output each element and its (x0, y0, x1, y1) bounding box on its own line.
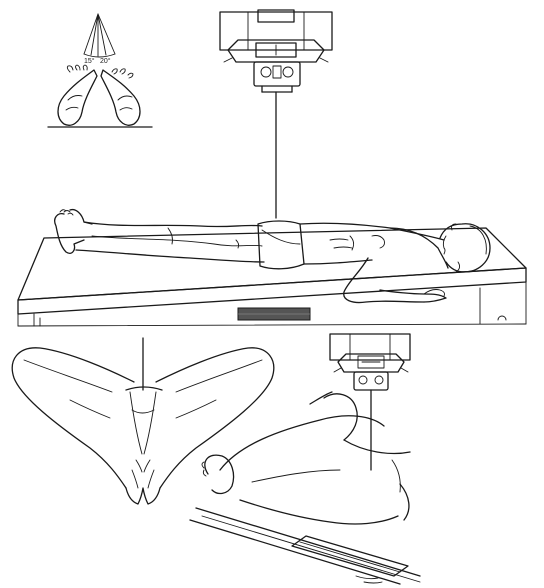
tube-housing (220, 12, 332, 50)
lower-body-outline (240, 500, 398, 524)
left-foot-sole (58, 70, 97, 125)
foot-lateral (205, 455, 234, 493)
left-thigh (12, 348, 134, 488)
patient-legs-upper (84, 222, 262, 227)
table-wheel-icon (498, 316, 506, 320)
patient-head (440, 224, 490, 272)
table-rail-upper (190, 520, 400, 584)
frog-leg-pelvis-view (12, 338, 273, 504)
hip-line (344, 440, 410, 454)
lateral-pelvis-view (190, 392, 420, 584)
patient-arm (344, 258, 424, 303)
exam-table (18, 228, 526, 326)
feet-rotation-inset: 15° 20° (48, 14, 152, 127)
knob-icon (283, 67, 293, 77)
patient-briefs (258, 221, 304, 269)
angle-label-left: 15° (84, 57, 95, 65)
table-top (18, 228, 526, 300)
right-thigh (156, 348, 274, 488)
xray-tube-head-bottom (330, 334, 410, 470)
knob-icon (261, 67, 271, 77)
feet-together (126, 488, 160, 504)
bent-thigh (220, 416, 384, 470)
patient-legs-lower (76, 250, 264, 262)
beam-angle-cone-icon (84, 14, 115, 57)
angle-label-right: 20° (100, 57, 111, 65)
pelvis-band (126, 387, 162, 390)
xray-tube-head-top (220, 10, 332, 218)
patient-feet (55, 214, 84, 254)
knob-icon (375, 376, 383, 384)
collimator-box-small (338, 354, 404, 372)
knob-icon (359, 376, 367, 384)
raised-knee (324, 394, 357, 440)
